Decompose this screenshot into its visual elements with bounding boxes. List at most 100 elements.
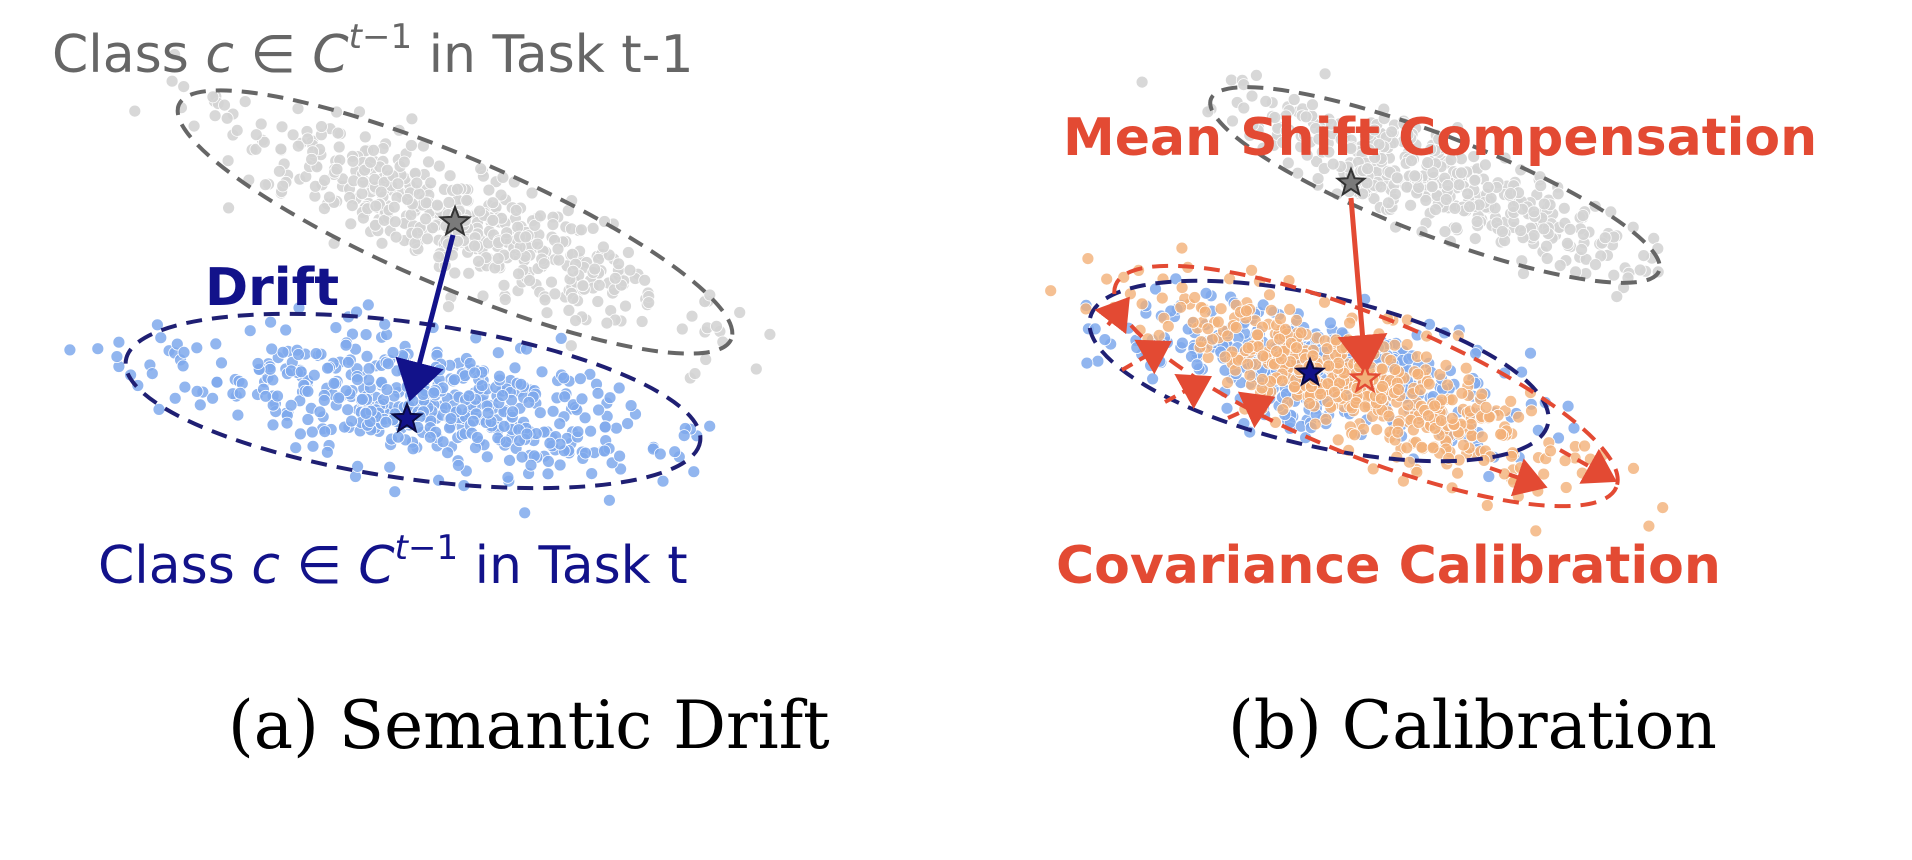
point [1291,166,1305,180]
point [512,267,525,281]
point [1475,430,1489,444]
point [1374,180,1388,194]
point [284,398,298,412]
point [1265,303,1278,317]
point [346,327,359,341]
point [1190,358,1204,372]
point [1287,93,1301,106]
point [1504,394,1518,408]
point [1100,272,1114,286]
point [1482,470,1496,483]
point [656,474,670,488]
point [168,48,182,61]
point [1251,328,1264,342]
mean-shift-label: Mean Shift Compensation [1063,108,1817,168]
point [1334,133,1348,146]
point [1534,179,1548,193]
point [1537,197,1551,211]
point [1627,461,1640,475]
point [1362,143,1376,157]
point [358,130,372,144]
point [1098,333,1112,347]
point [177,80,191,93]
point [436,435,450,449]
point [515,450,529,464]
point [1294,326,1308,340]
point [339,338,353,352]
point [538,293,552,307]
caption-b: (b)Calibration [1228,687,1717,764]
point [439,401,453,415]
point [455,403,469,417]
point [1281,156,1295,170]
point [1434,414,1448,428]
point [571,425,585,439]
point [1412,180,1425,194]
point [315,120,328,133]
point [430,198,444,212]
point [497,278,511,292]
point [1361,162,1374,176]
point [540,306,554,320]
point [1382,409,1396,423]
point [1537,222,1551,236]
point [1220,401,1234,415]
point [543,436,557,450]
point [301,413,315,426]
point [1343,316,1356,330]
point [575,223,588,237]
point [388,485,402,499]
point [612,381,626,395]
point [305,152,319,166]
point [364,155,377,169]
point [1199,286,1213,300]
new-mean-star-icon [1293,356,1327,387]
point [305,425,319,439]
point [1288,380,1301,394]
point [432,250,446,264]
point [1400,338,1414,352]
point [168,391,182,405]
point [623,263,637,277]
point [379,415,393,429]
point [703,419,717,433]
point [1263,288,1276,302]
point [346,154,360,168]
point [441,446,455,460]
point [1633,263,1647,277]
point [291,102,305,115]
point [318,425,332,439]
point [613,449,626,463]
point [1444,153,1458,167]
point [345,199,359,213]
point [332,140,346,154]
point [1405,154,1418,168]
point [591,386,605,400]
point [592,278,606,292]
point [433,363,447,377]
point [524,458,538,472]
point [320,445,334,459]
point [259,389,273,403]
point [419,212,433,226]
point [1377,340,1391,354]
drift-label: Drift [205,258,339,318]
point [272,164,286,178]
point [355,392,369,406]
point [170,337,184,351]
point [525,186,539,200]
point [1188,291,1202,304]
point [608,271,622,285]
point [1439,193,1453,206]
point [1326,157,1340,171]
point [294,365,308,379]
point [473,204,487,218]
point [230,123,244,137]
point [1311,172,1325,186]
point [588,262,602,276]
point [486,213,500,227]
point [388,215,402,229]
point [1174,300,1188,314]
point [585,467,599,481]
point [1376,379,1389,393]
